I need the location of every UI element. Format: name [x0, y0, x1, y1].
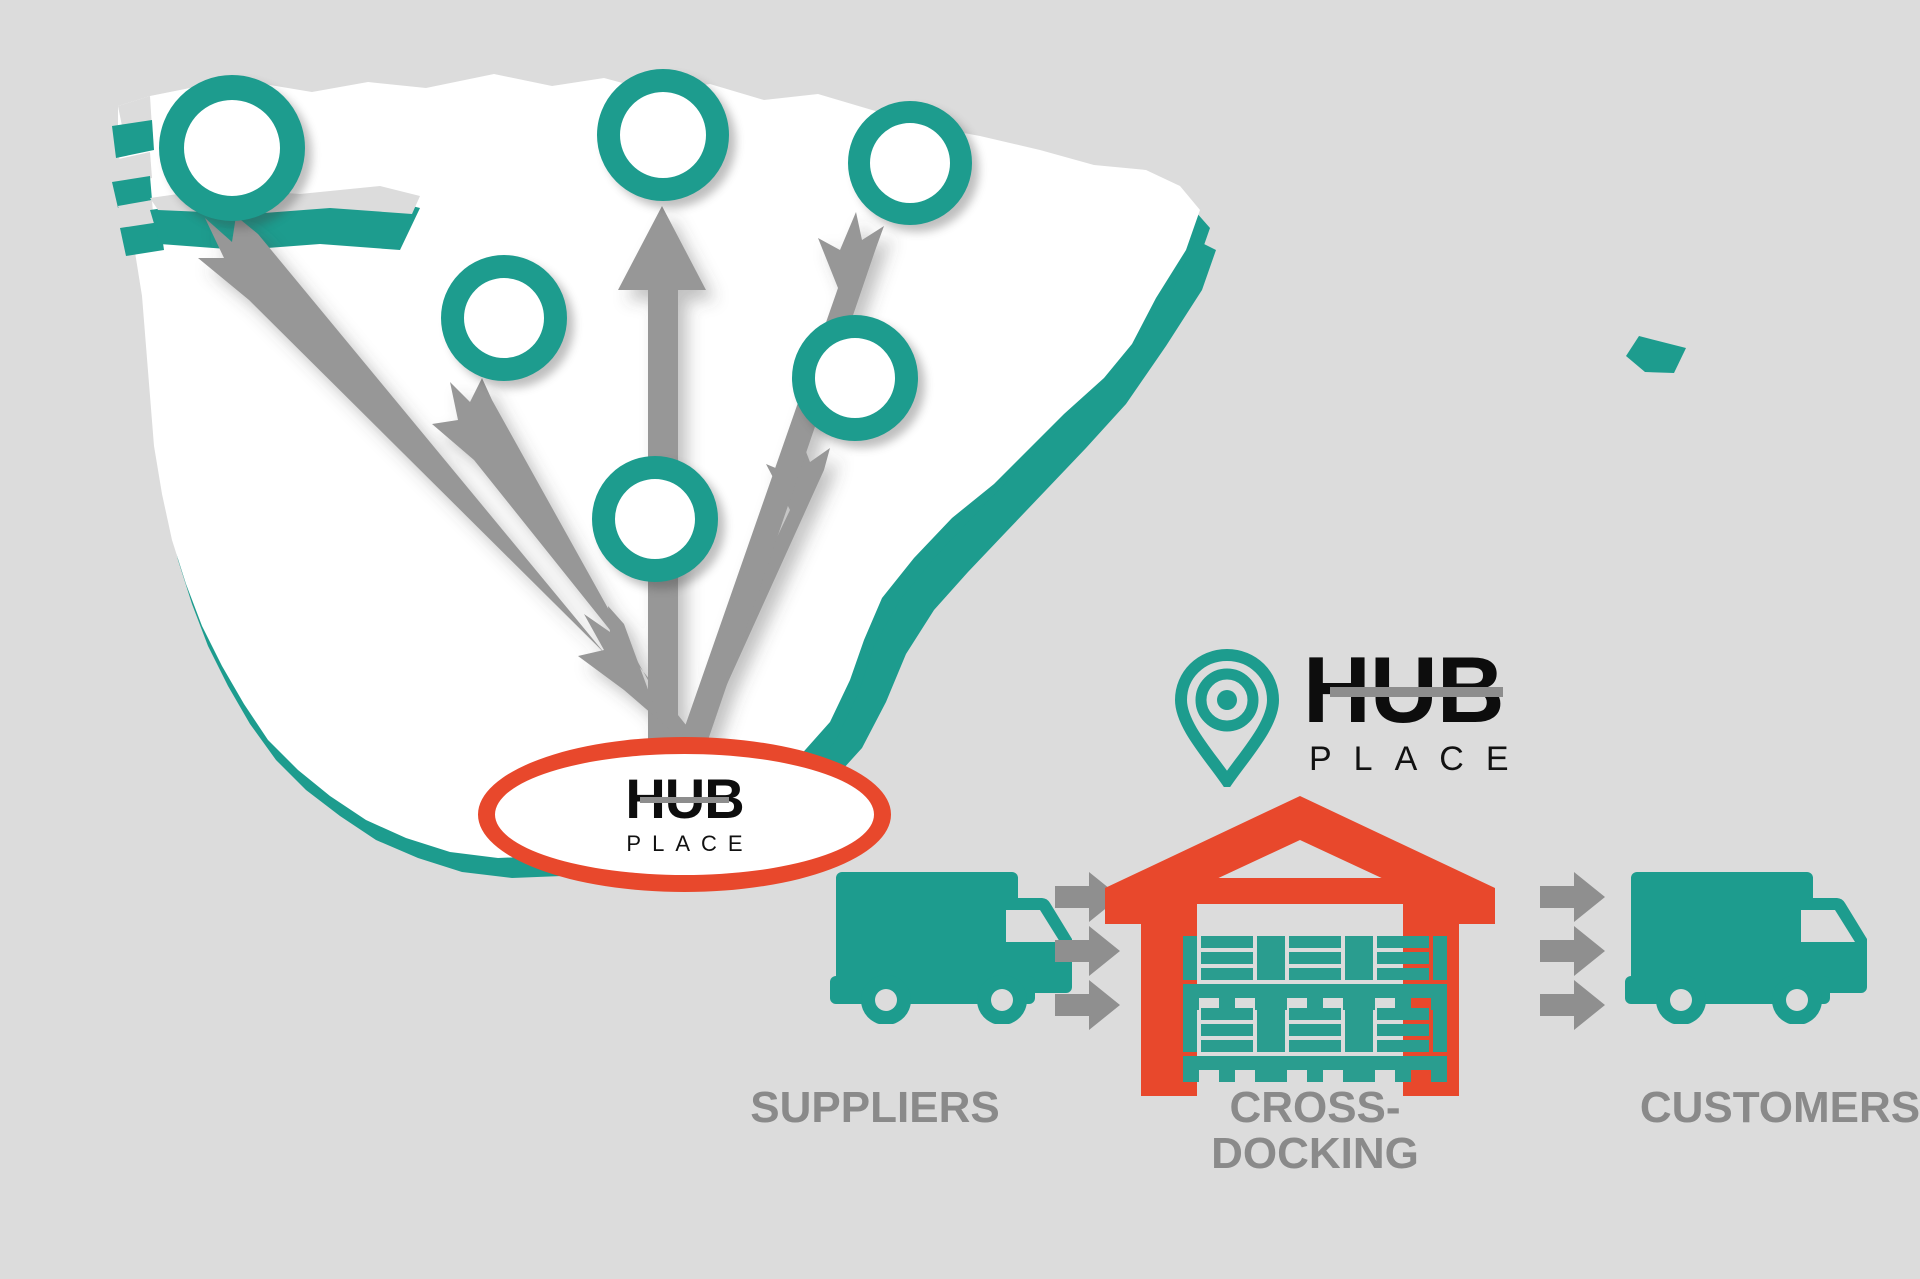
suppliers-to-warehouse-arrows [1055, 872, 1120, 1030]
arrow-to-northwest [198, 216, 708, 756]
node-west-central[interactable] [441, 255, 567, 381]
hub-badge-wordmark: HUB [625, 771, 744, 827]
hub-place-logo[interactable]: HUB PLACE [1174, 643, 1531, 792]
suppliers-label: SUPPLIERS [750, 1083, 1000, 1132]
customers-label: CUSTOMERS [1639, 1083, 1920, 1132]
location-pin-icon [1174, 648, 1280, 792]
hub-badge-place-text: PLACE [626, 830, 754, 856]
hub-place-wordmark: HUB PLACE [1303, 643, 1531, 779]
customers-truck-icon [1625, 864, 1875, 1029]
suppliers-truck-icon [830, 864, 1080, 1029]
node-north-central[interactable] [597, 69, 729, 201]
cross-docking-label: CROSS- DOCKING [1211, 1083, 1419, 1178]
warehouse-icon [1105, 796, 1495, 1121]
logo-hub-wordmark: HUB [1303, 643, 1531, 737]
arrow-to-south-central [578, 606, 696, 752]
hub-badge-bar [639, 797, 730, 804]
logo-place-text: PLACE [1309, 740, 1531, 779]
node-east-central[interactable] [792, 315, 918, 441]
node-northwest[interactable] [159, 75, 305, 221]
arrow-to-west-central [432, 378, 706, 750]
cross-docking-flow: SUPPLIERS CROSS- DOCKING CUSTOMERS [750, 796, 1920, 1279]
logo-hub-bar [1330, 686, 1504, 697]
node-south-central[interactable] [592, 456, 718, 582]
node-northeast[interactable] [848, 101, 972, 225]
pallet-stack-group [1183, 936, 1447, 1082]
balearic-island [1626, 336, 1686, 373]
warehouse-to-customers-arrows [1540, 872, 1605, 1030]
